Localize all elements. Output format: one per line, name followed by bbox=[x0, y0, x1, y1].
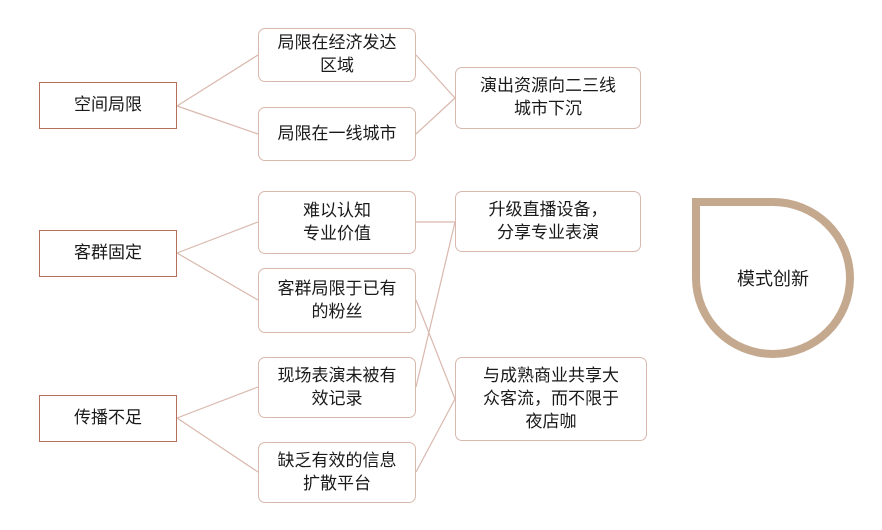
solution-label: 与成熟商业共享大 众客流，而不限于 夜店咖 bbox=[483, 365, 619, 432]
problem-node-tier1-cities: 局限在一线城市 bbox=[258, 107, 416, 161]
connector-space-to-tier1 bbox=[176, 105, 259, 135]
problem-label: 难以认知 专业价值 bbox=[303, 200, 371, 244]
connector-spread-to-platform bbox=[176, 417, 259, 473]
solution-node-share-commercial-traffic: 与成熟商业共享大 众客流，而不限于 夜店咖 bbox=[455, 357, 647, 441]
root-label: 客群固定 bbox=[74, 243, 142, 263]
connector-recorded-to-livestream bbox=[415, 221, 456, 388]
solution-node-sink-to-lower-cities: 演出资源向二三线 城市下沉 bbox=[455, 67, 641, 129]
root-label: 传播不足 bbox=[74, 408, 142, 428]
problem-label: 缺乏有效的信息 扩散平台 bbox=[277, 450, 397, 494]
solution-label: 演出资源向二三线 城市下沉 bbox=[480, 76, 616, 119]
connector-spread-to-recorded bbox=[176, 386, 259, 419]
connector-platform-to-traffic bbox=[415, 398, 456, 473]
root-node-lack-of-spread: 传播不足 bbox=[39, 395, 177, 442]
problem-node-existing-fans: 客群局限于已有 的粉丝 bbox=[258, 268, 416, 333]
problem-node-economic-regions: 局限在经济发达 区域 bbox=[258, 28, 416, 82]
connector-audience-to-recognize bbox=[176, 221, 259, 254]
problem-label: 客群局限于已有 的粉丝 bbox=[277, 278, 397, 322]
center-node-model-innovation: 模式创新 bbox=[692, 198, 854, 358]
connector-space-to-economic bbox=[176, 54, 259, 107]
problem-node-not-recorded: 现场表演未被有 效记录 bbox=[258, 357, 416, 418]
problem-label: 局限在经济发达 区域 bbox=[277, 33, 397, 76]
problem-label: 现场表演未被有 效记录 bbox=[277, 365, 397, 409]
root-label: 空间局限 bbox=[74, 95, 142, 115]
connector-economic-to-sink bbox=[415, 54, 456, 99]
connector-audience-to-fans bbox=[176, 252, 259, 301]
connector-tier1-to-sink bbox=[415, 97, 456, 135]
solution-label: 升级直播设备， 分享专业表演 bbox=[488, 199, 608, 243]
connector-fans-to-traffic bbox=[415, 299, 456, 400]
problem-node-hard-to-recognize: 难以认知 专业价值 bbox=[258, 191, 416, 254]
problem-label: 局限在一线城市 bbox=[277, 123, 397, 144]
center-label: 模式创新 bbox=[737, 269, 809, 290]
root-node-fixed-audience: 客群固定 bbox=[39, 230, 177, 277]
problem-node-no-platform: 缺乏有效的信息 扩散平台 bbox=[258, 442, 416, 503]
solution-node-upgrade-livestream: 升级直播设备， 分享专业表演 bbox=[455, 191, 641, 252]
root-node-space-limit: 空间局限 bbox=[39, 82, 177, 129]
